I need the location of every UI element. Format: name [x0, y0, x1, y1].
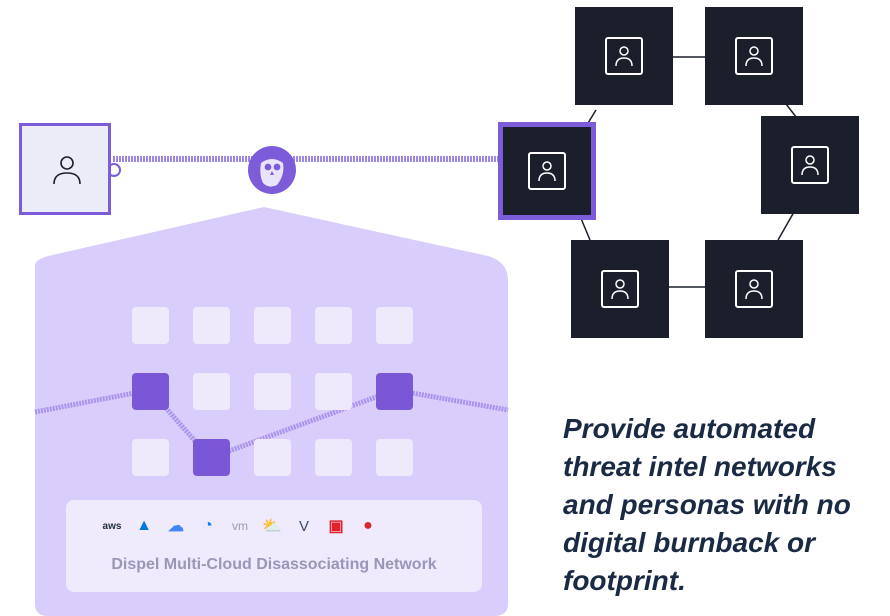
owl-logo-icon	[248, 146, 296, 194]
persona-icon	[615, 46, 633, 67]
user-source-box	[19, 123, 111, 215]
network-label: Dispel Multi-Cloud Disassociating Networ…	[111, 556, 437, 573]
persona-node-right	[761, 116, 859, 214]
persona-icon	[538, 161, 556, 182]
digitalocean-logo-icon: ◔	[203, 517, 213, 534]
headline-text: Provide automated threat intel networks …	[563, 413, 851, 596]
oracle-logo-icon: ▣	[328, 518, 344, 535]
cloud-logo-row: aws ▲ ☁ ◔ vm ⛅ V ▣ ●	[100, 514, 380, 538]
cloud-provider-legend: aws ▲ ☁ ◔ vm ⛅ V ▣ ● Dispel Multi-Cloud …	[66, 500, 482, 592]
vultr-logo-icon: V	[298, 517, 309, 535]
persona-icon	[745, 46, 763, 67]
persona-node-top-left	[575, 7, 673, 105]
google-cloud-logo-icon: ☁	[168, 518, 184, 535]
persona-node-bottom-left	[571, 240, 669, 338]
aws-logo-icon: aws	[102, 520, 122, 532]
azure-logo-icon: ▲	[136, 517, 152, 534]
linode-logo-icon: ●	[363, 517, 373, 534]
persona-ring-lines	[579, 56, 801, 288]
persona-icon	[801, 155, 819, 176]
persona-icon	[745, 279, 763, 300]
persona-node-active	[498, 122, 596, 220]
ibm-cloud-logo-icon: ⛅	[262, 518, 282, 535]
persona-node-top-right	[705, 7, 803, 105]
persona-node-bottom-right	[705, 240, 803, 338]
server-grid	[132, 307, 413, 476]
persona-icon	[611, 279, 629, 300]
user-icon	[53, 156, 81, 185]
vmware-logo-icon: vm	[232, 519, 248, 533]
